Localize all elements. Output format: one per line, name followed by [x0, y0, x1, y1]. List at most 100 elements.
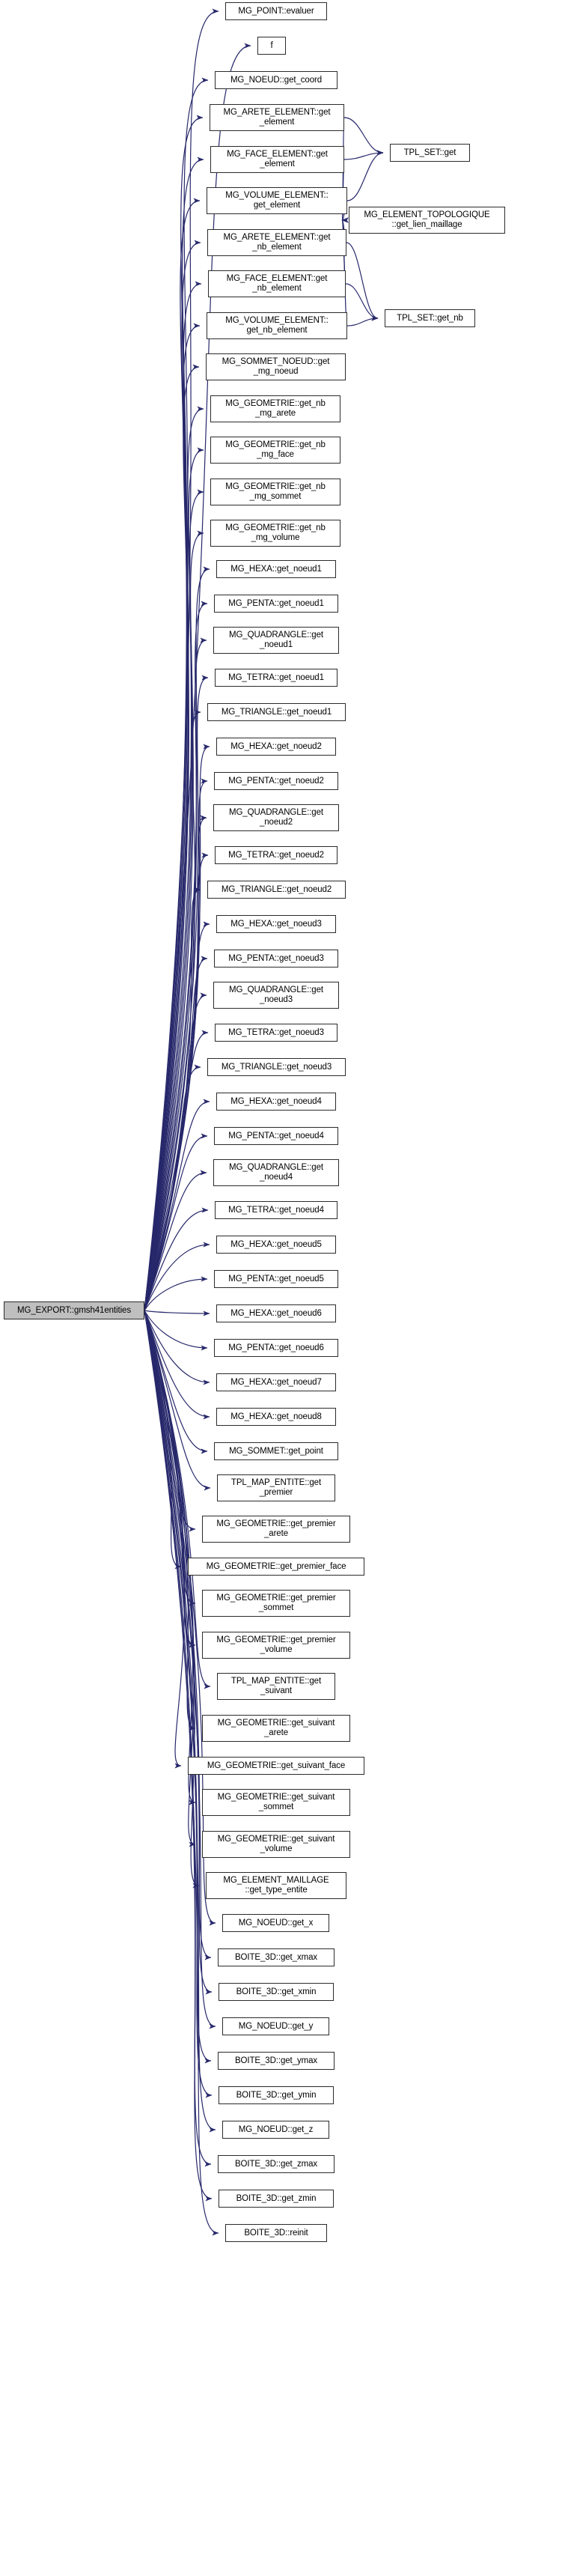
graph-node[interactable]: MG_NOEUD::get_x: [222, 1914, 329, 1932]
graph-edge: [144, 77, 209, 1311]
graph-node[interactable]: MG_GEOMETRIE::get_suivant_face: [188, 1757, 364, 1775]
graph-edge: [144, 778, 208, 1311]
graph-node[interactable]: MG_FACE_ELEMENT::get _nb_element: [208, 270, 346, 297]
graph-edge: [346, 315, 379, 326]
graph-node[interactable]: BOITE_3D::get_ymin: [219, 2086, 334, 2104]
graph-node[interactable]: MG_TETRA::get_noeud4: [215, 1201, 337, 1219]
graph-node[interactable]: MG_QUADRANGLE::get _noeud4: [213, 1159, 339, 1186]
graph-edge: [144, 1310, 196, 1648]
graph-node[interactable]: MG_ELEMENT_MAILLAGE ::get_type_entite: [206, 1872, 346, 1899]
graph-node[interactable]: MG_TETRA::get_noeud3: [215, 1024, 337, 1042]
graph-node[interactable]: MG_TRIANGLE::get_noeud2: [207, 881, 346, 899]
graph-node[interactable]: MG_HEXA::get_noeud4: [216, 1093, 336, 1111]
graph-edge: [144, 489, 204, 1311]
graph-node[interactable]: MG_SOMMET_NOEUD::get _mg_noeud: [206, 353, 346, 380]
graph-node[interactable]: MG_QUADRANGLE::get _noeud3: [213, 982, 339, 1009]
graph-node[interactable]: MG_NOEUD::get_z: [222, 2121, 329, 2139]
graph-node[interactable]: BOITE_3D::reinit: [225, 2224, 327, 2242]
graph-edge: [144, 921, 210, 1311]
graph-node[interactable]: MG_VOLUME_ELEMENT:: get_element: [207, 187, 347, 214]
graph-node[interactable]: MG_HEXA::get_noeud1: [216, 560, 336, 578]
graph-edge: [144, 1310, 212, 1960]
graph-node[interactable]: BOITE_3D::get_ymax: [218, 2052, 335, 2070]
graph-edge: [144, 815, 207, 1311]
graph-node[interactable]: MG_PENTA::get_noeud1: [214, 595, 338, 613]
graph-edge: [144, 852, 209, 1311]
graph-edge: [144, 1310, 211, 1491]
graph-edge: [144, 1310, 196, 1532]
graph-edge: [144, 1310, 212, 2064]
graph-node[interactable]: TPL_MAP_ENTITE::get _suivant: [217, 1673, 335, 1700]
graph-node[interactable]: BOITE_3D::get_zmin: [219, 2190, 334, 2208]
graph-node[interactable]: MG_PENTA::get_noeud5: [214, 1270, 338, 1288]
graph-edge: [144, 956, 208, 1311]
graph-node[interactable]: TPL_MAP_ENTITE::get _premier: [217, 1474, 335, 1501]
graph-node[interactable]: MG_QUADRANGLE::get _noeud1: [213, 627, 339, 654]
graph-node[interactable]: MG_GEOMETRIE::get_premier_face: [188, 1558, 364, 1576]
graph-node[interactable]: BOITE_3D::get_zmax: [218, 2155, 335, 2173]
graph-edge: [144, 406, 204, 1311]
graph-node[interactable]: MG_NOEUD::get_coord: [215, 71, 337, 89]
graph-node[interactable]: MG_GEOMETRIE::get_suivant _volume: [202, 1831, 350, 1858]
graph-edge: [345, 283, 379, 321]
graph-edge: [144, 744, 210, 1311]
graph-node[interactable]: MG_VOLUME_ELEMENT:: get_nb_element: [207, 312, 347, 339]
graph-node[interactable]: MG_QUADRANGLE::get _noeud2: [213, 804, 339, 831]
graph-node[interactable]: MG_ARETE_ELEMENT::get _element: [210, 104, 344, 131]
graph-node[interactable]: BOITE_3D::get_xmin: [219, 1983, 334, 2001]
graph-edge: [144, 1310, 216, 2029]
graph-node[interactable]: MG_GEOMETRIE::get_nb _mg_arete: [210, 395, 340, 422]
graph-node[interactable]: MG_TETRA::get_noeud2: [215, 846, 337, 864]
graph-node[interactable]: MG_ARETE_ELEMENT::get _nb_element: [207, 229, 346, 256]
graph-edge: [144, 1310, 210, 1420]
graph-node[interactable]: MG_GEOMETRIE::get_nb _mg_sommet: [210, 479, 340, 505]
graph-edge: [343, 150, 384, 160]
graph-node[interactable]: MG_PENTA::get_noeud6: [214, 1339, 338, 1357]
graph-node[interactable]: MG_TETRA::get_noeud1: [215, 669, 337, 687]
graph-edge: [144, 566, 210, 1311]
graph-node[interactable]: TPL_SET::get: [390, 144, 470, 162]
graph-node[interactable]: MG_GEOMETRIE::get_premier _arete: [202, 1516, 350, 1543]
graph-node[interactable]: MG_HEXA::get_noeud5: [216, 1236, 336, 1254]
graph-edge: [144, 1242, 210, 1311]
graph-node[interactable]: MG_TRIANGLE::get_noeud3: [207, 1058, 346, 1076]
graph-edge: [144, 530, 204, 1311]
graph-node[interactable]: BOITE_3D::get_xmax: [218, 1948, 335, 1966]
graph-edge: [144, 1133, 208, 1311]
graph-node[interactable]: TPL_SET::get_nb: [385, 309, 475, 327]
graph-edge: [144, 1310, 208, 1454]
graph-node[interactable]: MG_GEOMETRIE::get_nb _mg_volume: [210, 520, 340, 547]
graph-node[interactable]: MG_HEXA::get_noeud7: [216, 1373, 336, 1391]
graph-edge: [144, 1310, 200, 1889]
graph-edge: [144, 1170, 207, 1311]
graph-node[interactable]: MG_HEXA::get_noeud6: [216, 1304, 336, 1322]
graph-edge: [144, 323, 201, 1311]
graph-edge: [144, 115, 204, 1311]
graph-node[interactable]: MG_SOMMET::get_point: [214, 1442, 338, 1460]
graph-node[interactable]: MG_POINT::evaluer: [225, 2, 327, 20]
graph-edge: [144, 1310, 213, 2202]
graph-edge: [144, 198, 201, 1311]
graph-node[interactable]: MG_PENTA::get_noeud3: [214, 950, 338, 967]
graph-edge: [144, 1310, 211, 1689]
graph-node[interactable]: MG_GEOMETRIE::get_premier _volume: [202, 1632, 350, 1659]
graph-node[interactable]: MG_TRIANGLE::get_noeud1: [207, 703, 346, 721]
graph-node[interactable]: MG_FACE_ELEMENT::get _element: [210, 146, 344, 173]
graph-node[interactable]: MG_ELEMENT_TOPOLOGIQUE ::get_lien_mailla…: [349, 207, 505, 234]
graph-node[interactable]: MG_PENTA::get_noeud4: [214, 1127, 338, 1145]
graph-node[interactable]: MG_GEOMETRIE::get_nb _mg_face: [210, 437, 340, 464]
graph-root-node[interactable]: MG_EXPORT::gmsh41entities: [4, 1301, 144, 1319]
graph-node[interactable]: MG_GEOMETRIE::get_premier _sommet: [202, 1590, 350, 1617]
graph-node[interactable]: MG_HEXA::get_noeud3: [216, 915, 336, 933]
graph-edge: [144, 1310, 208, 1351]
graph-node[interactable]: MG_NOEUD::get_y: [222, 2017, 329, 2035]
graph-node[interactable]: f: [257, 37, 286, 55]
graph-node[interactable]: MG_PENTA::get_noeud2: [214, 772, 338, 790]
graph-edge: [144, 364, 200, 1311]
graph-node[interactable]: MG_HEXA::get_noeud8: [216, 1408, 336, 1426]
graph-node[interactable]: MG_HEXA::get_noeud2: [216, 738, 336, 756]
graph-edge: [144, 1310, 196, 1731]
graph-node[interactable]: MG_GEOMETRIE::get_suivant _arete: [202, 1715, 350, 1742]
graph-node[interactable]: MG_GEOMETRIE::get_suivant _sommet: [202, 1789, 350, 1816]
